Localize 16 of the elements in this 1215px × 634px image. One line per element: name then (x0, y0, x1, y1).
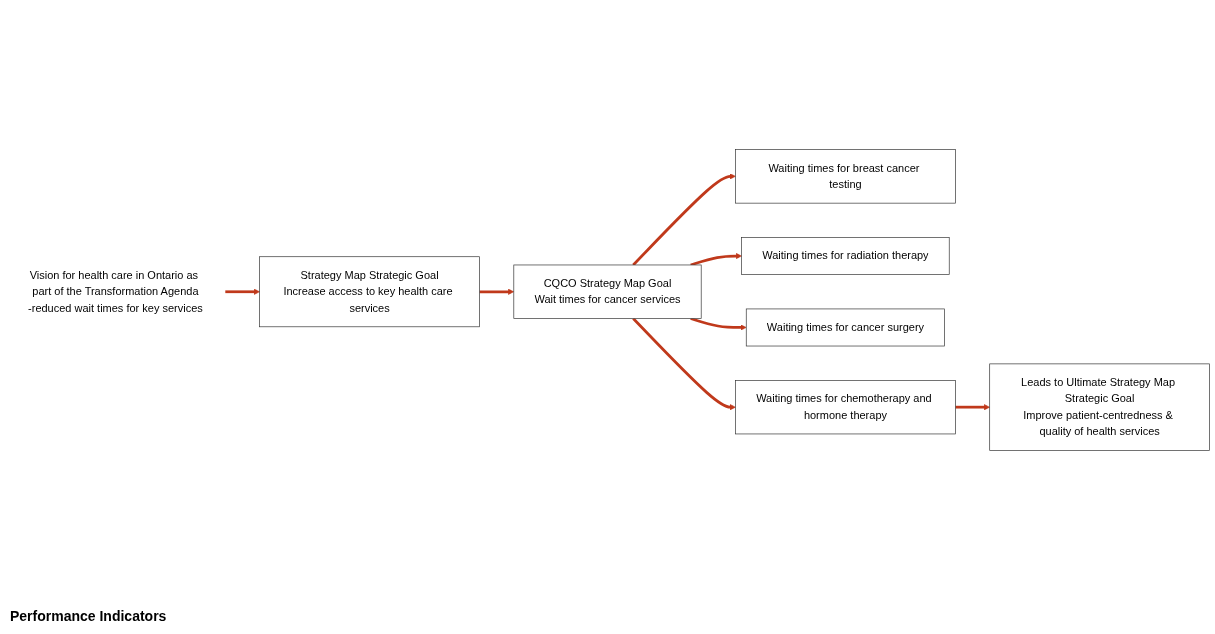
node-text: Vision for health care in Ontario as part of the Transformation Agenda -reduced wait times for key services (28, 269, 203, 314)
arrow (632, 317, 736, 411)
node-box: Leads to Ultimate Strategy Map Strategic Goal Improve patient-centredness & quality of health services (989, 363, 1210, 451)
node-box: CQCO Strategy Map Goal Wait times for cancer services (513, 264, 702, 319)
arrow (479, 288, 515, 295)
arrow (632, 173, 736, 266)
node-box: Strategy Map Strategic Goal Increase access to key health care services (259, 256, 480, 328)
node-box: Waiting times for radiation therapy (741, 237, 950, 275)
node-box: Waiting times for chemotherapy and hormone therapy (735, 380, 956, 435)
arrow (690, 317, 747, 331)
node-box: Waiting times for breast cancer testing (735, 149, 956, 204)
arrow (955, 404, 990, 411)
arrow (225, 288, 260, 295)
node-box: Waiting times for cancer surgery (745, 308, 945, 347)
arrow (690, 253, 742, 267)
section-heading: Performance Indicators (10, 608, 167, 624)
